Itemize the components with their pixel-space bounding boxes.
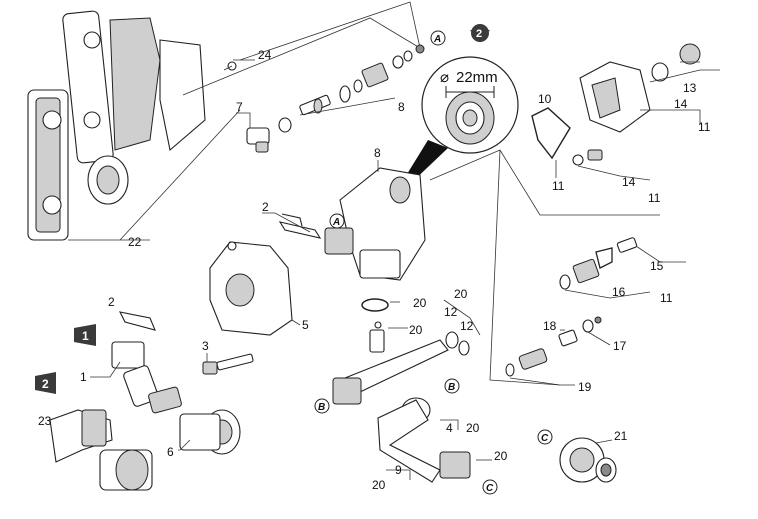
variant-badge-1: 1	[74, 324, 96, 346]
callout-13: 13	[683, 81, 697, 95]
clip-2-mid	[119, 311, 156, 331]
valve-assembly-19	[505, 316, 602, 377]
callout-23: 23	[38, 414, 52, 428]
valve-assembly-16	[559, 237, 638, 290]
callout-20-a: 20	[413, 296, 427, 310]
callout-17: 17	[613, 339, 627, 353]
svg-text:1: 1	[82, 329, 89, 343]
callout-11-gasket: 11	[552, 179, 565, 193]
callout-6: 6	[167, 445, 174, 459]
elbow-fitting-9	[377, 397, 471, 483]
variant-badge-2-bottom: 2	[35, 372, 56, 394]
callout-11-top: 11	[698, 120, 711, 134]
callout-20-c: 20	[454, 287, 468, 301]
connector-a-top-label: A	[433, 34, 441, 45]
bracket-23	[49, 409, 153, 491]
callout-18: 18	[543, 319, 557, 333]
callout-20-f: 20	[494, 449, 508, 463]
connector-a-top	[430, 30, 446, 46]
gasket-10	[531, 107, 571, 160]
callout-8-mid: 8	[374, 146, 381, 160]
svg-text:2: 2	[476, 28, 482, 40]
callout-4: 4	[446, 421, 453, 435]
callout-3: 3	[202, 339, 209, 353]
callout-20-e: 20	[372, 478, 386, 492]
callout-19: 19	[578, 380, 592, 394]
callout-21: 21	[614, 429, 628, 443]
callout-1: 1	[80, 370, 87, 384]
connector-c-right	[537, 429, 553, 445]
connector-c-left-label: C	[486, 483, 494, 494]
callout-15: 15	[650, 259, 664, 273]
callout-7: 7	[236, 100, 243, 114]
coupling-6	[179, 409, 241, 455]
valve-stack-8	[299, 44, 425, 116]
variant-badge-2-top: 2	[470, 24, 490, 42]
connector-b-left	[314, 398, 330, 414]
valve-part-7	[246, 117, 292, 153]
callout-14-top: 14	[674, 97, 688, 111]
valve-housing-11	[579, 43, 701, 133]
valve-14-small	[572, 149, 603, 166]
connector-b-right-label: B	[448, 382, 455, 393]
pump-head	[324, 167, 426, 281]
inlet-fitting-1	[111, 341, 182, 414]
callout-24: 24	[258, 48, 272, 62]
callout-11-mid: 11	[648, 191, 661, 205]
t-piece	[332, 298, 470, 405]
callout-12-b: 12	[460, 319, 474, 333]
detail-magnifier: ⌀ 22mm	[421, 56, 519, 154]
connector-a-mid-label: A	[332, 217, 340, 228]
callout-14-mid: 14	[622, 175, 636, 189]
callout-16: 16	[612, 285, 626, 299]
coupling-21	[559, 437, 617, 483]
callout-5: 5	[302, 318, 309, 332]
cover-5	[209, 241, 293, 336]
callout-12-a: 12	[444, 305, 458, 319]
diameter-symbol: ⌀	[440, 69, 449, 86]
callout-8-top: 8	[398, 100, 405, 114]
callout-2-top: 2	[262, 200, 269, 214]
svg-text:2: 2	[42, 377, 49, 391]
callout-9: 9	[395, 463, 402, 477]
diameter-22mm-label: 22mm	[456, 69, 498, 86]
connector-b-right	[444, 378, 460, 394]
callout-20-d: 20	[466, 421, 480, 435]
screw-3	[202, 353, 254, 375]
callout-22: 22	[128, 235, 142, 249]
connector-b-left-label: B	[318, 402, 325, 413]
callout-10: 10	[538, 92, 552, 106]
callout-20-b: 20	[409, 323, 423, 337]
callout-11-lower: 11	[660, 291, 673, 305]
connector-c-right-label: C	[541, 433, 549, 444]
connector-c-left	[482, 479, 498, 495]
clip-2-top	[278, 213, 322, 239]
callout-2-mid: 2	[108, 295, 115, 309]
connector-a-mid	[329, 213, 345, 229]
frame-assembly-22	[27, 10, 237, 241]
